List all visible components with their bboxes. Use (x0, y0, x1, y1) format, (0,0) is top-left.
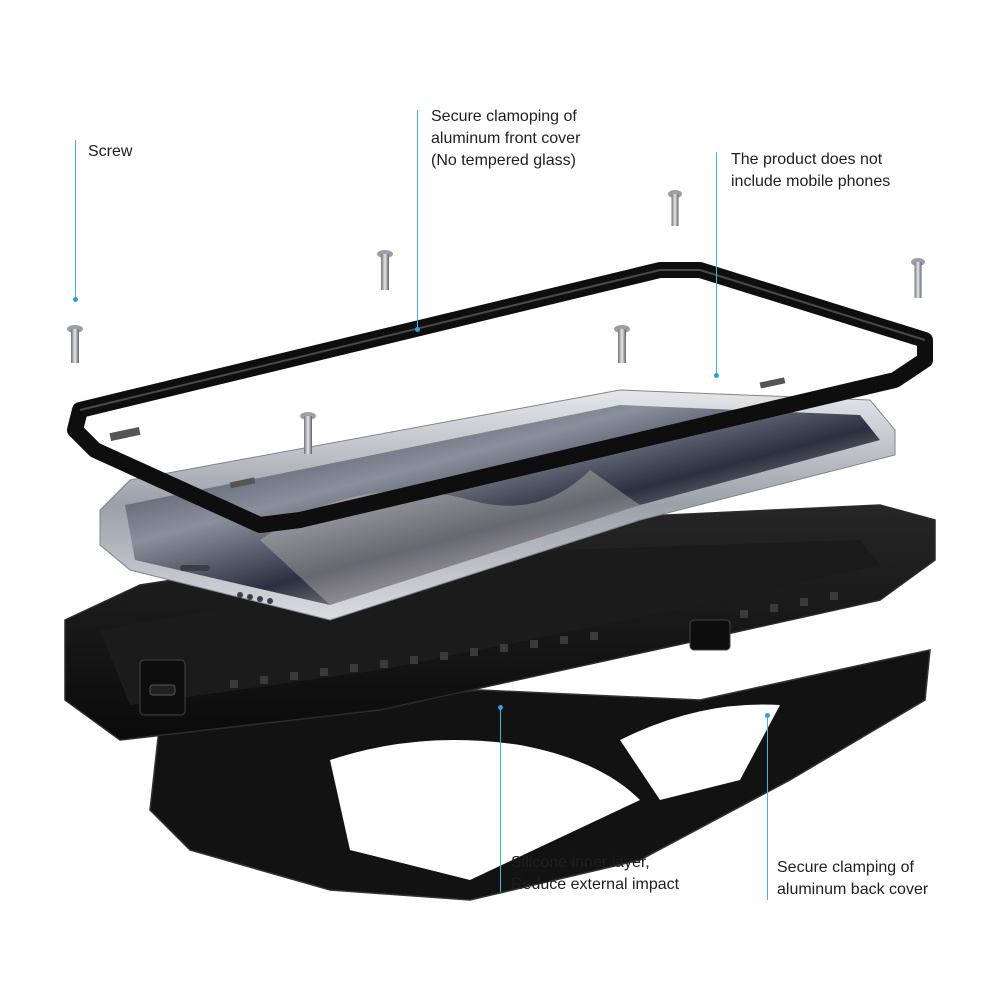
back-cover-label-line-1: Secure clamping of (777, 859, 914, 876)
back-cover-leader-line (767, 716, 768, 900)
front-cover-label-line-3: (No tempered glass) (431, 152, 576, 169)
screw-leader-dot (73, 297, 78, 302)
aluminum-front-cover (67, 262, 933, 533)
silicone-label-line-1: Silicone inner layer, (511, 854, 650, 871)
screw-label-line-1: Screw (88, 143, 133, 160)
no-phone-label: The product does not include mobile phon… (731, 149, 890, 193)
back-cover-leader-dot (765, 713, 770, 718)
screw-1 (67, 325, 83, 363)
back-cover-label: Secure clamping of aluminum back cover (777, 857, 928, 901)
screw-leader-line (75, 140, 76, 300)
silicone-leader-line (500, 708, 501, 892)
screw-5 (614, 325, 630, 363)
no-phone-label-line-1: The product does not (731, 151, 883, 168)
front-cover-leader-line (417, 110, 418, 330)
no-phone-label-line-2: include mobile phones (731, 173, 891, 190)
silicone-leader-dot (498, 705, 503, 710)
front-cover-label-line-2: aluminum front cover (431, 130, 581, 147)
no-phone-leader-line (716, 152, 717, 377)
front-cover-label-line-1: Secure clamoping of (431, 108, 577, 125)
screw-6 (300, 412, 316, 454)
screw-2 (377, 250, 393, 290)
front-cover-label: Secure clamoping of aluminum front cover… (431, 106, 580, 172)
back-cover-label-line-2: aluminum back cover (777, 881, 929, 898)
no-phone-leader-dot (714, 373, 719, 378)
screw-label: Screw (88, 141, 132, 163)
front-cover-leader-dot (415, 327, 420, 332)
screws (67, 190, 925, 454)
silicone-label-line-2: Reduce external impact (511, 876, 680, 893)
screw-3 (668, 190, 682, 226)
screw-4 (911, 258, 925, 298)
silicone-label: Silicone inner layer, Reduce external im… (511, 852, 679, 896)
